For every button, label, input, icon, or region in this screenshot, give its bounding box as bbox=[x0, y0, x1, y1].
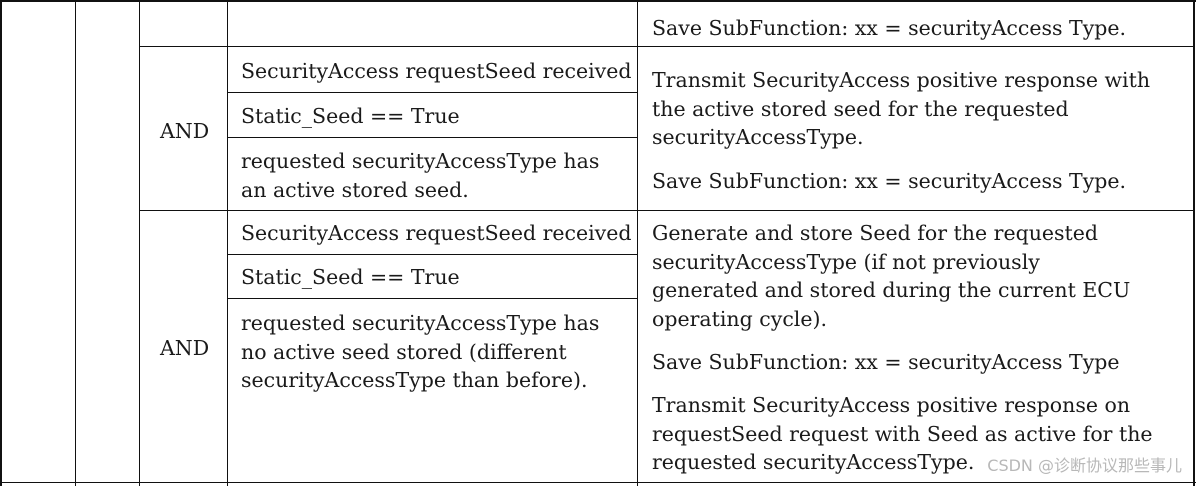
row-divider-block1 bbox=[139, 210, 1195, 211]
and-operator: AND bbox=[160, 119, 210, 143]
condition-text: requested securityAccessType has no acti… bbox=[241, 311, 600, 392]
condition-text: requested securityAccessType has an acti… bbox=[241, 149, 600, 202]
column-divider-4 bbox=[637, 0, 638, 486]
and-operator: AND bbox=[160, 336, 210, 360]
condition-divider-2b bbox=[227, 298, 637, 299]
condition-text: SecurityAccess requestSeed received bbox=[241, 59, 632, 83]
table-border-top bbox=[0, 0, 1196, 2]
row-divider-bottom bbox=[0, 482, 1196, 483]
column-divider-2 bbox=[139, 0, 140, 486]
condition-divider-1a bbox=[227, 92, 637, 93]
watermark: CSDN @诊断协议那些事儿 bbox=[987, 456, 1182, 475]
condition-text: Static_Seed == True bbox=[241, 104, 460, 128]
condition-text: SecurityAccess requestSeed received bbox=[241, 221, 632, 245]
column-divider-1 bbox=[75, 0, 76, 486]
condition-divider-1b bbox=[227, 137, 637, 138]
table-border-left bbox=[0, 0, 2, 486]
condition-text: Static_Seed == True bbox=[241, 265, 460, 289]
action-text: Save SubFunction: xx = securityAccess Ty… bbox=[652, 169, 1127, 193]
action-text: Save SubFunction: xx = securityAccess Ty… bbox=[652, 16, 1127, 40]
action-text: Transmit SecurityAccess positive respons… bbox=[652, 393, 1153, 474]
row-divider-block0 bbox=[139, 46, 1195, 47]
condition-divider-2a bbox=[227, 254, 637, 255]
action-text: Generate and store Seed for the requeste… bbox=[652, 221, 1131, 331]
action-text: Save SubFunction: xx = securityAccess Ty… bbox=[652, 350, 1120, 374]
table-border-right bbox=[1193, 0, 1195, 486]
column-divider-3 bbox=[227, 0, 228, 486]
action-text: Transmit SecurityAccess positive respons… bbox=[652, 68, 1151, 149]
